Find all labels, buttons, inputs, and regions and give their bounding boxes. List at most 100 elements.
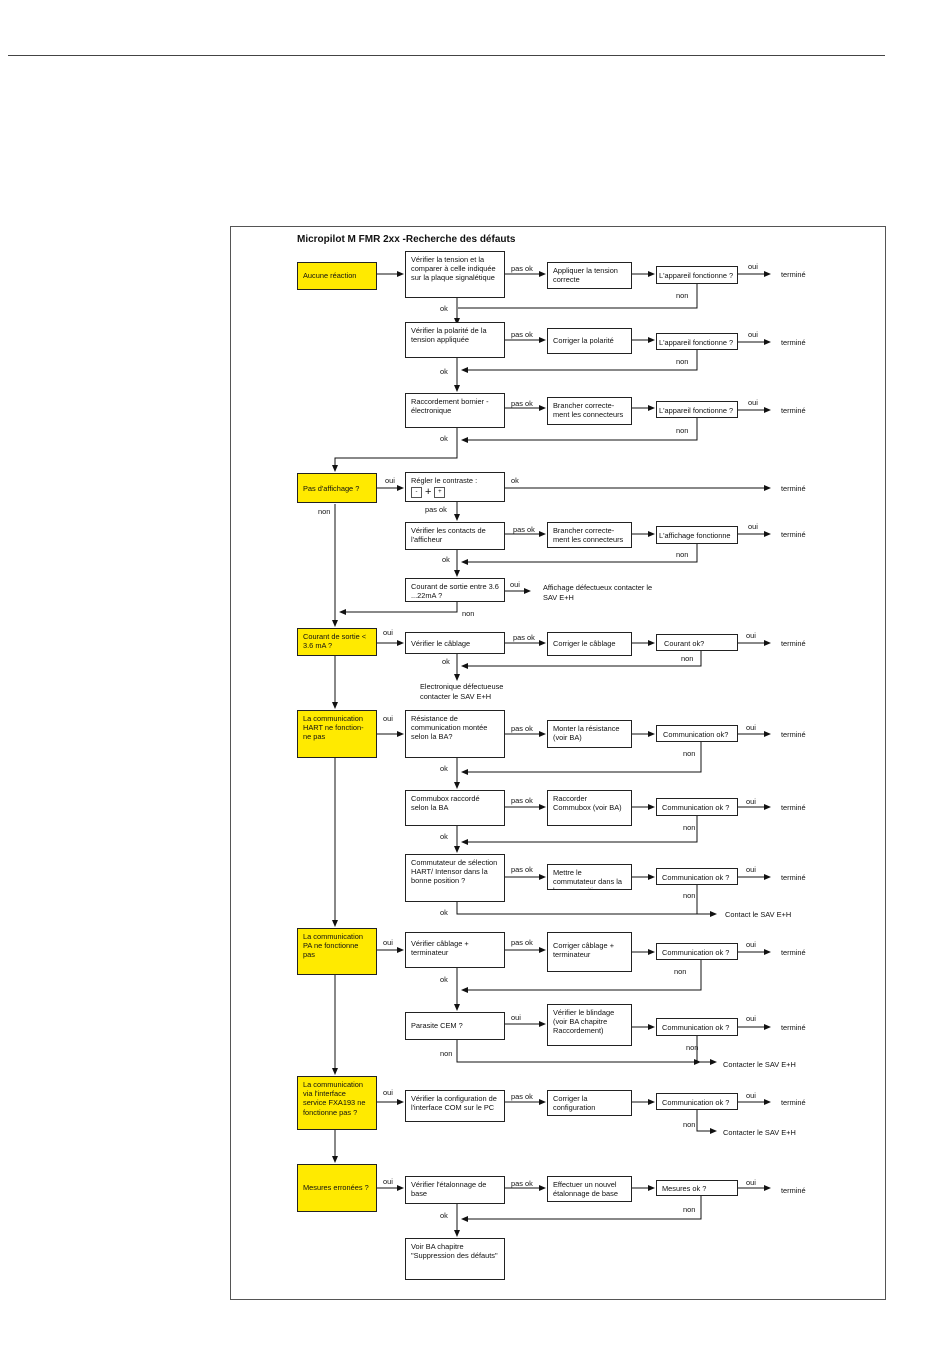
- label-non: non: [683, 749, 696, 758]
- fix-mettre-commutateur: Mettre le commutateur dans la bonne posi…: [547, 864, 632, 890]
- check-resistance: Résistance de communication montée selon…: [405, 710, 505, 758]
- label-pas-ok: pas ok: [513, 633, 535, 642]
- fix-appliquer-tension: Appliquer la tension correcte: [547, 262, 632, 289]
- label-ok: ok: [440, 832, 448, 841]
- check-contraste-label: Régler le contraste :: [411, 476, 478, 485]
- label-oui: oui: [746, 631, 756, 640]
- label-non: non: [674, 967, 687, 976]
- test-communication-6: Communication ok ?: [656, 1093, 738, 1110]
- start-communication-hart: La communication HART ne fonction- ne pa…: [297, 710, 377, 758]
- label-oui: oui: [383, 938, 393, 947]
- label-oui: oui: [383, 628, 393, 637]
- label-pas-ok: pas ok: [511, 724, 533, 733]
- label-termine: terminé: [781, 406, 806, 415]
- label-ok: ok: [440, 304, 448, 313]
- label-termine: terminé: [781, 948, 806, 957]
- label-oui: oui: [746, 1014, 756, 1023]
- label-oui: oui: [746, 1091, 756, 1100]
- check-polarite: Vérifier la polarité de la tension appli…: [405, 322, 505, 358]
- label-ok: ok: [440, 434, 448, 443]
- test-communication-4: Communication ok ?: [656, 943, 738, 960]
- fix-nouvel-etalonnage: Effectuer un nouvel étalonnage de base: [547, 1176, 632, 1202]
- plus-key-icon: +: [434, 487, 446, 499]
- label-oui: oui: [383, 1177, 393, 1186]
- label-non: non: [683, 823, 696, 832]
- label-non: non: [683, 1205, 696, 1214]
- fix-monter-resistance: Monter la résistance (voir BA): [547, 720, 632, 748]
- test-communication-2: Communication ok ?: [656, 798, 738, 816]
- label-pas-ok: pas ok: [513, 525, 535, 534]
- label-ok: ok: [440, 764, 448, 773]
- label-oui: oui: [748, 262, 758, 271]
- label-termine: terminé: [781, 530, 806, 539]
- label-oui: oui: [383, 1088, 393, 1097]
- label-pas-ok: pas ok: [511, 865, 533, 874]
- note-contacter-sav: Contacter le SAV E+H: [723, 1060, 796, 1069]
- start-mesures-erronees: Mesures erronées ?: [297, 1164, 377, 1212]
- fix-corriger-polarite: Corriger la polarité: [547, 328, 632, 354]
- test-mesures: Mesures ok ?: [656, 1180, 738, 1196]
- header-rule: [8, 55, 885, 56]
- label-ok: ok: [511, 476, 519, 485]
- label-oui: oui: [510, 580, 520, 589]
- contrast-keys: -++: [411, 486, 499, 499]
- check-contacts-afficheur: Vérifier les contacts de l'afficheur: [405, 522, 505, 550]
- start-pas-affichage: Pas d'affichage ?: [297, 473, 377, 503]
- note-electronique-defectueuse: Electronique défectueuse contacter le SA…: [420, 682, 504, 701]
- test-courant: Courant ok?: [656, 634, 738, 651]
- label-non: non: [676, 291, 689, 300]
- fix-corriger-configuration: Corriger la configuration: [547, 1090, 632, 1116]
- check-etalonnage: Vérifier l'étalonnage de base: [405, 1176, 505, 1204]
- label-termine: terminé: [781, 1098, 806, 1107]
- fix-brancher-connecteurs-2: Brancher correcte- ment les connecteurs: [547, 522, 632, 548]
- label-non: non: [683, 891, 696, 900]
- label-termine: terminé: [781, 639, 806, 648]
- label-pas-ok: pas ok: [511, 399, 533, 408]
- label-pas-ok: pas ok: [511, 796, 533, 805]
- label-termine: terminé: [781, 730, 806, 739]
- check-commutateur: Commutateur de sélection HART/ Intensor …: [405, 854, 505, 902]
- label-termine: terminé: [781, 338, 806, 347]
- label-oui: oui: [748, 330, 758, 339]
- check-contraste: Régler le contraste : -++: [405, 472, 505, 502]
- label-pas-ok: pas ok: [511, 1179, 533, 1188]
- test-affichage: L'affichage fonctionne: [656, 526, 738, 544]
- label-oui: oui: [511, 1013, 521, 1022]
- label-ok: ok: [440, 1211, 448, 1220]
- label-non: non: [686, 1043, 699, 1052]
- label-ok: ok: [442, 555, 450, 564]
- label-non: non: [681, 654, 694, 663]
- fix-brancher-connecteurs-1: Brancher correcte- ment les connecteurs: [547, 397, 632, 425]
- label-pas-ok: pas ok: [511, 1092, 533, 1101]
- label-ok: ok: [440, 367, 448, 376]
- label-non: non: [440, 1049, 453, 1058]
- test-communication-3: Communication ok ?: [656, 868, 738, 885]
- start-communication-pa: La communication PA ne fonctionne pas: [297, 928, 377, 975]
- label-pas-ok: pas ok: [511, 938, 533, 947]
- label-ok: ok: [442, 657, 450, 666]
- note-contacter-sav: Contacter le SAV E+H: [723, 1128, 796, 1137]
- label-oui: oui: [746, 1178, 756, 1187]
- label-oui: oui: [748, 522, 758, 531]
- label-termine: terminé: [781, 803, 806, 812]
- check-parasite-cem: Parasite CEM ?: [405, 1012, 505, 1040]
- note-contact-sav: Contact le SAV E+H: [725, 910, 792, 919]
- fix-raccorder-commubox: Raccorder Commubox (voir BA): [547, 790, 632, 826]
- label-termine: terminé: [781, 270, 806, 279]
- label-non: non: [318, 507, 331, 516]
- check-voir-ba: Voir BA chapitre "Suppression des défaut…: [405, 1238, 505, 1280]
- fix-verifier-blindage: Vérifier le blindage (voir BA chapitre R…: [547, 1004, 632, 1046]
- label-ok: ok: [440, 908, 448, 917]
- test-communication-1: Communication ok?: [656, 725, 738, 742]
- check-cablage-terminateur: Vérifier câblage + terminateur: [405, 932, 505, 968]
- label-oui: oui: [383, 714, 393, 723]
- diagram-title: Micropilot M FMR 2xx -Recherche des défa…: [297, 234, 516, 245]
- test-appareil-3: L'appareil fonctionne ?: [656, 401, 738, 418]
- fix-corriger-cablage: Corriger le câblage: [547, 632, 632, 656]
- test-appareil-1: L'appareil fonctionne ?: [656, 266, 738, 284]
- diagram-frame: [230, 226, 886, 1300]
- fix-corriger-cablage-terminateur: Corriger câblage + terminateur: [547, 932, 632, 972]
- label-termine: terminé: [781, 1023, 806, 1032]
- label-oui: oui: [746, 797, 756, 806]
